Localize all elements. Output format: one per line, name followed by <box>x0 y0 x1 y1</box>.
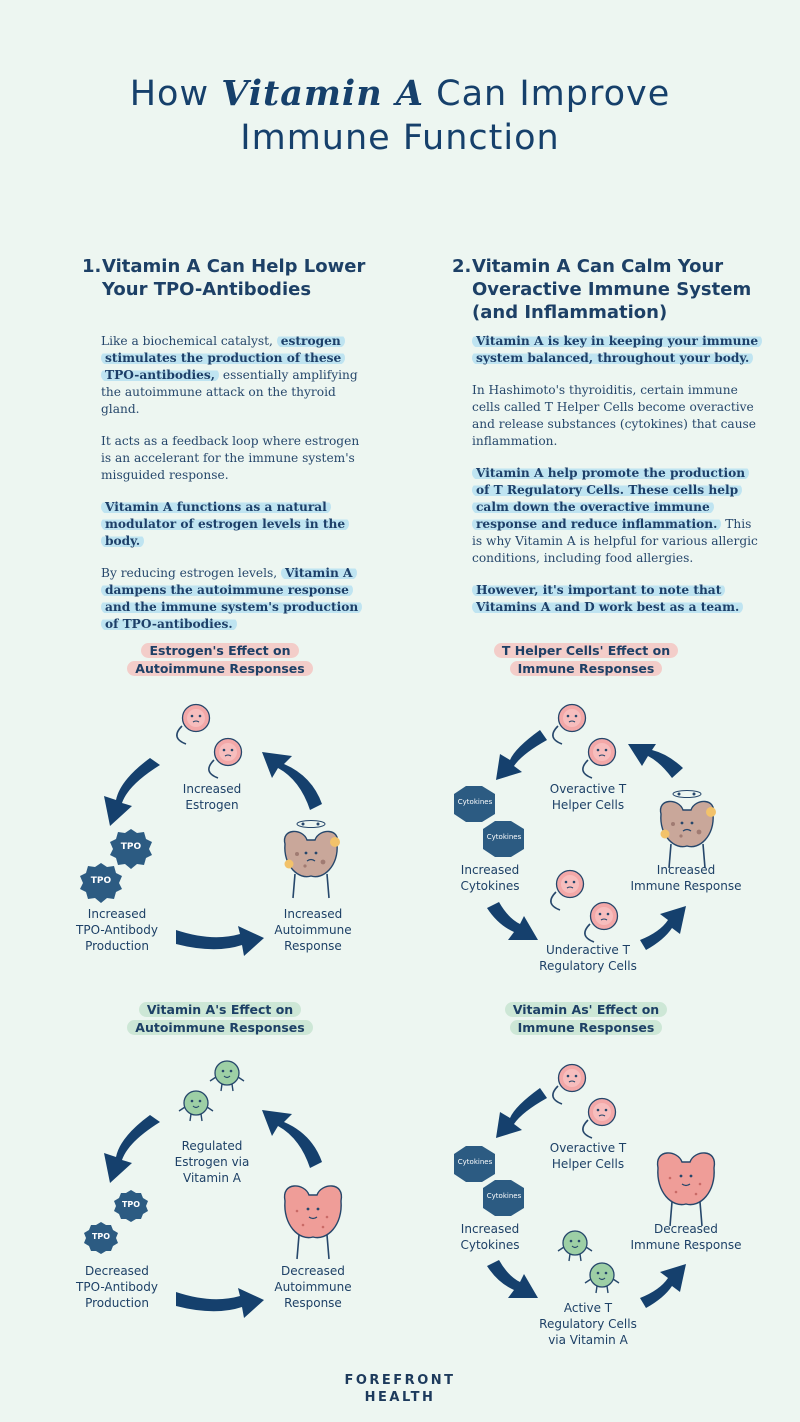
footer-logo: FOREFRONT HEALTH <box>344 1373 456 1405</box>
d4-cytokine-badge-1 <box>454 1146 495 1182</box>
d1-estrogen-cell-2 <box>208 737 243 779</box>
section-1-paragraph-1: Like a biochemical catalyst, estrogen st… <box>101 334 358 416</box>
d4-reg-cell-2 <box>584 1262 620 1294</box>
section-1-heading: 1.Vitamin A Can Help Lower Your TPO-Anti… <box>82 256 366 300</box>
d4-arrow-downright <box>487 1260 538 1298</box>
d4-reg-cell-1 <box>557 1230 593 1262</box>
d1-badge-text-2: TPO <box>90 876 112 886</box>
d1-estrogen-cell-1 <box>176 703 211 745</box>
d1-tpo-badge-1 <box>110 829 152 869</box>
d2-helper-cell-2 <box>582 737 617 779</box>
d3-estrogen-cell-2 <box>178 1090 214 1122</box>
section-1-paragraph-4: By reducing estrogen levels, Vitamin A d… <box>101 565 365 633</box>
d3-arrow-up <box>262 1110 322 1168</box>
d2-cytokine-badge-1 <box>454 786 495 822</box>
section-2-paragraph-4: However, it's important to note that Vit… <box>472 582 762 616</box>
d3-thyroid-icon <box>283 1185 343 1260</box>
d2-arrow-downright <box>487 902 538 940</box>
d4-arrow-left <box>496 1088 547 1138</box>
d4-helper-cell-2 <box>582 1097 617 1139</box>
d4-thyroid-icon <box>656 1152 716 1227</box>
d3-arrow-right <box>176 1288 264 1318</box>
d3-badge-text-2: TPO <box>91 1232 111 1241</box>
d2-badge-text-2: Cytokines <box>486 833 522 841</box>
d3-arrow-down <box>104 1115 160 1183</box>
d3-estrogen-cell-1 <box>209 1060 245 1092</box>
d2-reg-cell-2 <box>584 901 619 943</box>
d2-arrow-upright <box>640 906 686 950</box>
section-1-paragraph-3: Vitamin A functions as a natural modulat… <box>101 499 365 550</box>
d1-arrow-right <box>176 926 264 956</box>
section-1-paragraph-2: It acts as a feedback loop where estroge… <box>101 434 360 482</box>
d1-arrow-down <box>104 758 160 826</box>
section-2-paragraph-1: Vitamin A is key in keeping your immune … <box>472 333 763 367</box>
section-2-paragraph-3: Vitamin A help promote the production of… <box>472 466 758 565</box>
d1-badge-text-1: TPO <box>120 842 142 852</box>
d1-thyroid-icon <box>283 819 341 899</box>
section-2-body: Vitamin A is key in keeping your immune … <box>472 333 763 616</box>
d2-arrow-upleft <box>628 744 683 778</box>
d4-badge-text-2: Cytokines <box>486 1192 522 1200</box>
d2-cytokine-badge-2 <box>483 821 524 857</box>
d1-tpo-badge-2 <box>80 863 122 903</box>
d2-arrow-left <box>496 730 547 780</box>
d4-helper-cell-1 <box>552 1063 587 1105</box>
section-2-heading: 2.Vitamin A Can Calm Your Overactive Imm… <box>452 256 752 323</box>
d4-cytokine-badge-2 <box>483 1180 524 1216</box>
section-2-paragraph-2: In Hashimoto's thyroiditis, certain immu… <box>472 383 757 448</box>
d4-arrow-upright <box>640 1264 686 1308</box>
d2-thyroid-icon <box>659 789 717 869</box>
d4-badge-text-1: Cytokines <box>457 1158 493 1166</box>
section-1-body: Like a biochemical catalyst, estrogen st… <box>101 333 365 633</box>
d3-tpo-badge-1 <box>114 1190 148 1222</box>
title-emphasis: Vitamin A <box>221 73 425 114</box>
d2-badge-text-1: Cytokines <box>457 798 493 806</box>
d2-reg-cell-1 <box>550 869 585 911</box>
d1-arrow-up <box>262 752 322 810</box>
d2-helper-cell-1 <box>552 703 587 745</box>
page-title: How Vitamin A Can Improve Immune Functio… <box>129 73 671 158</box>
d3-badge-text-1: TPO <box>121 1200 141 1209</box>
d3-tpo-badge-2 <box>84 1222 118 1254</box>
